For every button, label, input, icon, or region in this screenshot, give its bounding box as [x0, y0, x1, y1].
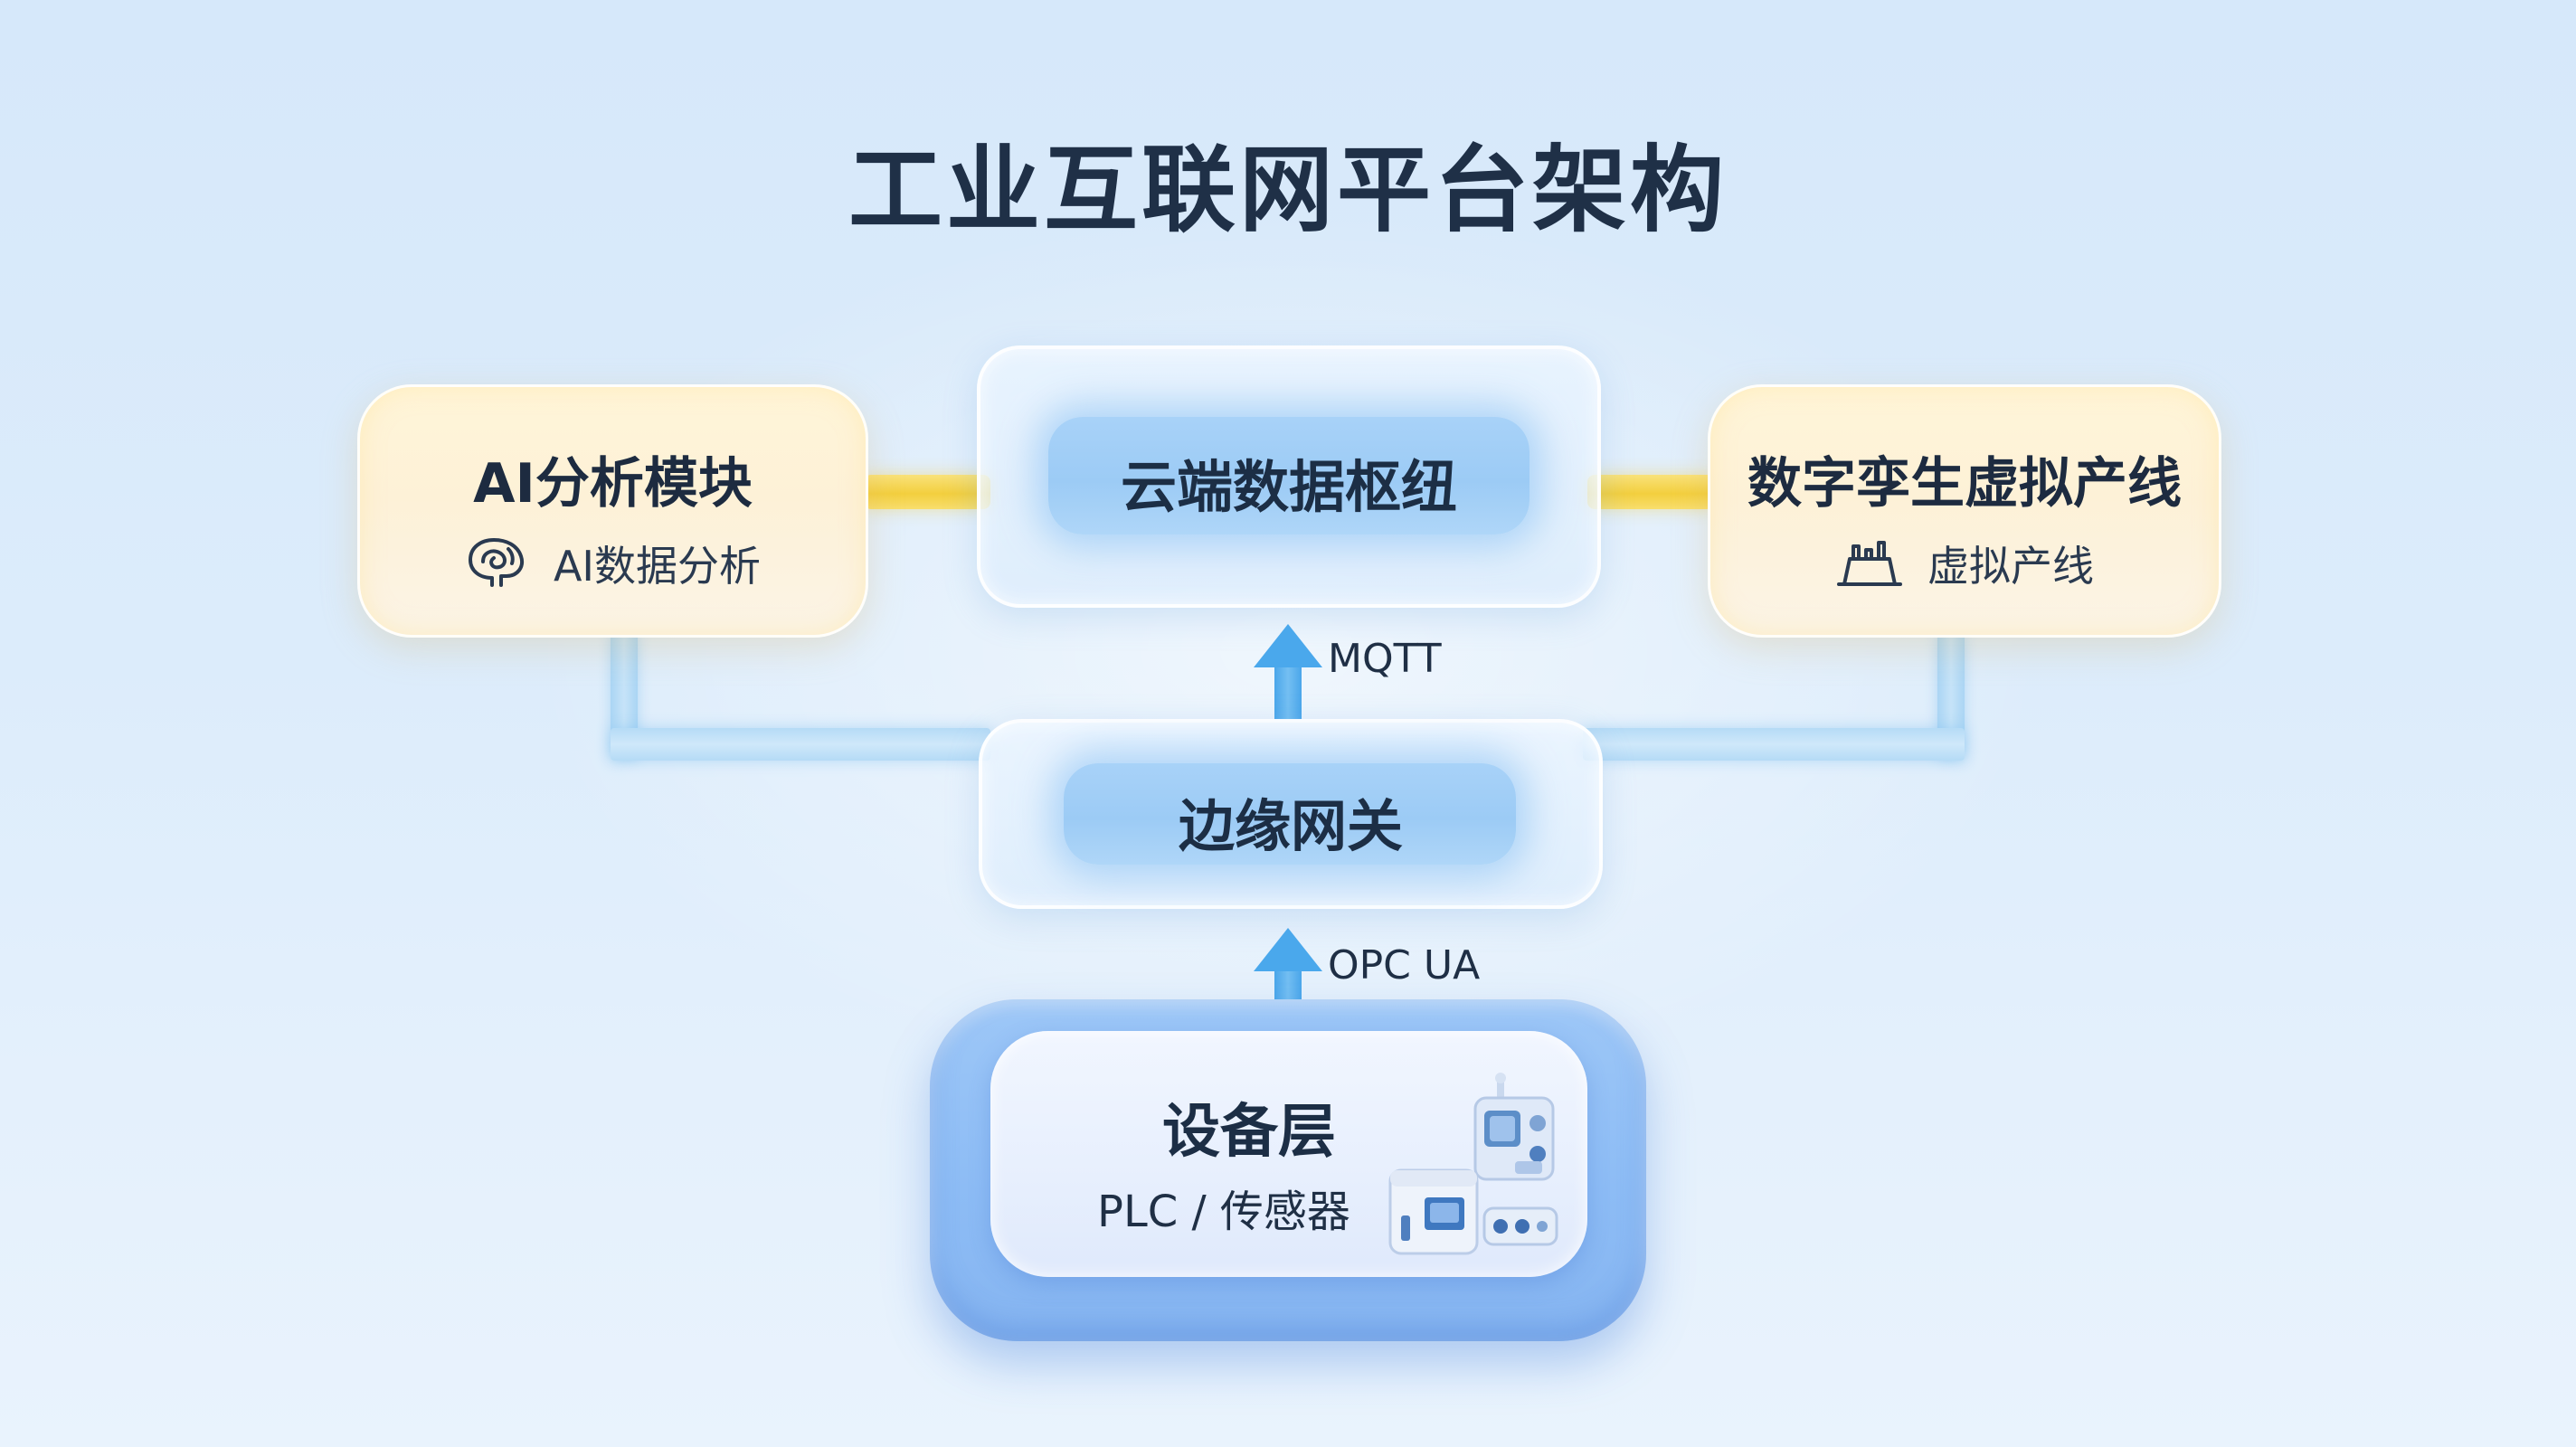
cloud-hub-title: 云端数据枢纽: [1120, 454, 1457, 520]
connector-cloud-to-twin: [1587, 475, 1714, 509]
brain-icon: [465, 534, 530, 592]
ai-module-title: AI分析模块: [473, 452, 753, 515]
opcua-label: OPC UA: [1328, 942, 1481, 988]
ai-module-subtitle-row: AI数据分析: [360, 532, 866, 595]
device-layer-card[interactable]: 设备层 PLC / 传感器: [990, 1031, 1587, 1277]
edge-gateway-glow: [1064, 763, 1516, 865]
connector-ai-to-cloud: [864, 475, 990, 509]
cloud-hub-glow: [1048, 417, 1530, 534]
mqtt-arrow-shaft: [1274, 666, 1302, 720]
opcua-arrow-head: [1254, 928, 1322, 971]
diagram-title: 工业互联网平台架构: [848, 135, 1728, 245]
digital-twin-card[interactable]: 数字孪生虚拟产线 虚拟产线: [1708, 384, 2221, 638]
connector-ai-to-edge-horizontal: [611, 728, 990, 761]
ai-module-subtitle: AI数据分析: [553, 542, 762, 591]
digital-twin-subtitle: 虚拟产线: [1927, 542, 2094, 591]
digital-twin-subtitle-row: 虚拟产线: [1710, 532, 2219, 595]
edge-gateway-title: 边缘网关: [1178, 793, 1403, 859]
ai-module-card[interactable]: AI分析模块 AI数据分析: [357, 384, 868, 638]
industrial-equipment-icon: [1388, 1071, 1569, 1279]
production-line-icon: [1835, 537, 1904, 590]
device-layer-subtitle: PLC / 传感器: [1097, 1187, 1350, 1237]
connector-twin-to-edge-horizontal: [1583, 728, 1965, 761]
cloud-hub-card[interactable]: 云端数据枢纽: [977, 345, 1601, 608]
device-layer-title: 设备层: [1162, 1099, 1336, 1166]
edge-gateway-card[interactable]: 边缘网关: [979, 719, 1603, 909]
mqtt-arrow-head: [1254, 624, 1322, 667]
digital-twin-title: 数字孪生虚拟产线: [1747, 452, 2182, 515]
mqtt-label: MQTT: [1328, 636, 1442, 682]
